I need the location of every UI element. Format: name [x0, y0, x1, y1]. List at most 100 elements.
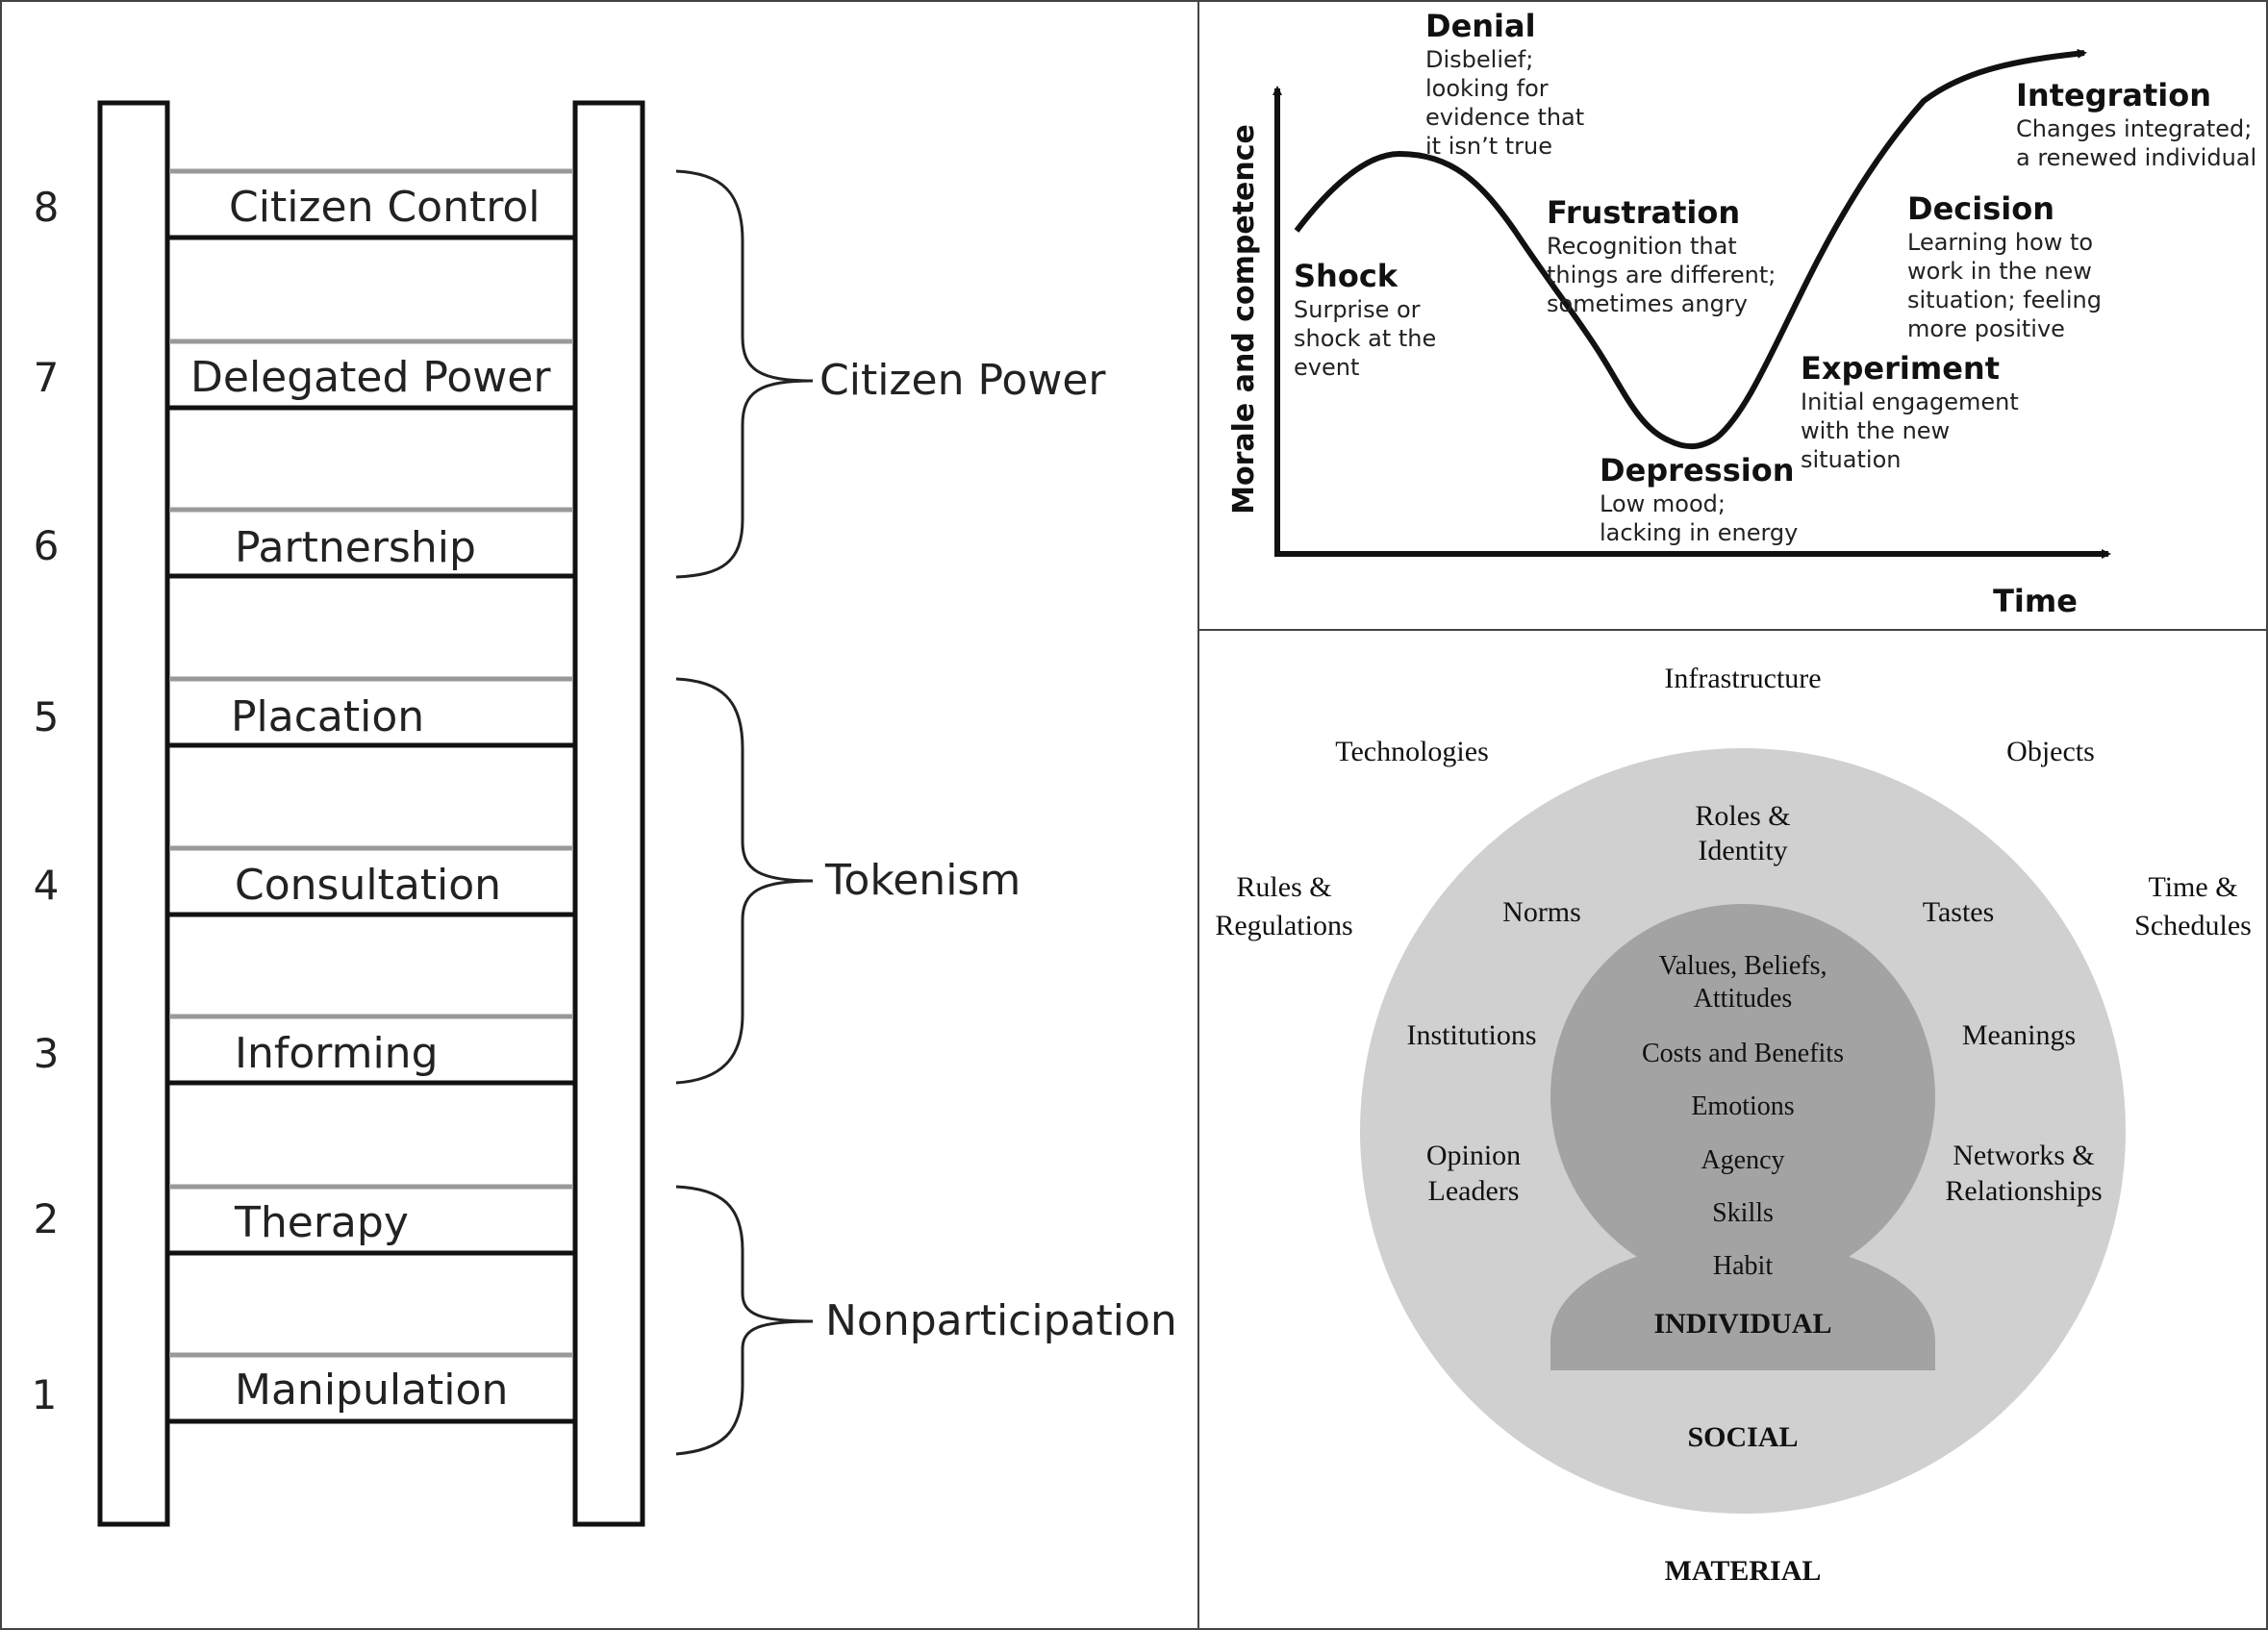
ladder-left-rail — [97, 100, 170, 1527]
stage-integration: Integration Changes integrated; a renewe… — [2016, 77, 2256, 171]
ism-diagram: Infrastructure Technologies Objects Rule… — [1215, 663, 2251, 1587]
x-axis-label: Time — [1993, 583, 2078, 619]
stage-text: work in the new — [1907, 258, 2092, 285]
rung-number: 7 — [34, 354, 60, 401]
individual-shape — [1550, 904, 1935, 1370]
stage-depression: Depression Low mood; lacking in energy — [1600, 452, 1798, 546]
rung-number: 5 — [34, 693, 60, 740]
rung-label: Consultation — [235, 861, 501, 910]
stage-title: Depression — [1600, 452, 1794, 489]
rung-label: Partnership — [235, 523, 476, 572]
individual-item: Values, Beliefs, — [1659, 951, 1827, 981]
group-label: Tokenism — [824, 856, 1021, 905]
stage-experiment: Experiment Initial engagement with the n… — [1801, 350, 2019, 473]
ladder-rung: 4 Consultation — [34, 845, 573, 917]
rung-label: Therapy — [234, 1198, 409, 1247]
ladder-diagram: 8 Citizen Control 7 Delegated Power 6 Pa… — [32, 100, 1177, 1527]
individual-item: Skills — [1712, 1198, 1774, 1228]
stage-text: things are different; — [1547, 262, 1776, 288]
rung-label: Citizen Control — [229, 183, 541, 232]
stage-text: looking for — [1425, 75, 1549, 102]
material-item: Time & — [2148, 871, 2237, 903]
stage-title: Frustration — [1547, 194, 1740, 231]
brace-tokenism: Tokenism — [675, 677, 1021, 1085]
social-item: Opinion — [1426, 1140, 1521, 1171]
brace-nonparticipation: Nonparticipation — [675, 1185, 1177, 1456]
stage-text: Surprise or — [1294, 296, 1421, 323]
social-item: Roles & — [1695, 800, 1790, 832]
social-item: Leaders — [1428, 1175, 1520, 1207]
rung-label: Delegated Power — [190, 353, 551, 402]
stage-text: Recognition that — [1547, 233, 1737, 260]
social-label: SOCIAL — [1687, 1421, 1798, 1453]
brace-citizen-power: Citizen Power — [675, 169, 1106, 579]
social-item: Meanings — [1962, 1019, 2076, 1051]
material-label: MATERIAL — [1665, 1555, 1822, 1587]
stage-text: lacking in energy — [1600, 519, 1798, 546]
stage-text: evidence that — [1425, 104, 1584, 131]
social-item: Norms — [1502, 896, 1581, 928]
material-item: Rules & — [1236, 871, 1331, 903]
ladder-rung: 5 Placation — [34, 676, 573, 748]
rung-number: 8 — [34, 184, 60, 231]
change-curve-line — [1294, 48, 2087, 450]
rung-label: Placation — [231, 692, 424, 741]
stage-text: situation; feeling — [1907, 287, 2102, 313]
stage-text: Low mood; — [1600, 490, 1726, 517]
social-item: Identity — [1698, 835, 1787, 866]
rung-number: 1 — [32, 1371, 58, 1418]
ladder-rung: 6 Partnership — [34, 507, 573, 579]
stage-title: Shock — [1294, 258, 1399, 294]
stage-frustration: Frustration Recognition that things are … — [1547, 194, 1776, 317]
material-item: Infrastructure — [1664, 663, 1821, 694]
individual-item: Agency — [1701, 1145, 1784, 1175]
social-item: Tastes — [1923, 896, 1995, 928]
individual-item: Emotions — [1691, 1091, 1794, 1121]
stage-shock: Shock Surprise or shock at the event — [1294, 258, 1436, 381]
stage-title: Experiment — [1801, 350, 2000, 387]
stage-text: event — [1294, 354, 1359, 381]
stage-title: Decision — [1907, 190, 2054, 227]
rung-number: 2 — [34, 1195, 60, 1242]
ladder-rung: 2 Therapy — [34, 1184, 573, 1256]
individual-item: Costs and Benefits — [1642, 1039, 1844, 1068]
individual-item: Attitudes — [1694, 984, 1793, 1014]
stage-text: Learning how to — [1907, 229, 2093, 256]
ladder-rung: 7 Delegated Power — [34, 339, 573, 411]
stage-denial: Denial Disbelief; looking for evidence t… — [1425, 8, 1584, 160]
ladder-right-rail — [572, 100, 645, 1527]
rung-label: Informing — [235, 1029, 439, 1078]
stage-text: sometimes angry — [1547, 290, 1748, 317]
stage-text: it isn’t true — [1425, 133, 1552, 160]
stage-text: situation — [1801, 446, 1901, 473]
individual-label: INDIVIDUAL — [1653, 1308, 1831, 1340]
social-item: Institutions — [1406, 1019, 1536, 1051]
stage-title: Denial — [1425, 8, 1536, 44]
material-item: Objects — [2006, 736, 2095, 767]
group-label: Citizen Power — [819, 356, 1106, 405]
stage-title: Integration — [2016, 77, 2211, 113]
stage-text: Changes integrated; — [2016, 115, 2252, 142]
stage-text: shock at the — [1294, 325, 1436, 352]
rung-label: Manipulation — [235, 1366, 508, 1415]
rung-number: 4 — [34, 862, 60, 909]
stage-text: Disbelief; — [1425, 46, 1533, 73]
social-item: Relationships — [1945, 1175, 2102, 1207]
rung-number: 6 — [34, 522, 60, 569]
group-label: Nonparticipation — [825, 1296, 1177, 1345]
social-item: Networks & — [1953, 1140, 2094, 1171]
stage-text: a renewed individual — [2016, 144, 2256, 171]
y-axis-label: Morale and competence — [1227, 124, 1261, 514]
stage-text: with the new — [1801, 417, 1950, 444]
material-item: Regulations — [1215, 910, 1352, 941]
change-curve-diagram: Morale and competence Time Shock Surpris… — [1227, 8, 2256, 619]
material-item: Technologies — [1335, 736, 1489, 767]
ladder-rung: 1 Manipulation — [32, 1352, 573, 1424]
rung-number: 3 — [34, 1030, 60, 1077]
ladder-rung: 3 Informing — [34, 1014, 573, 1086]
ladder-rung: 8 Citizen Control — [34, 168, 573, 240]
stage-decision: Decision Learning how to work in the new… — [1907, 190, 2102, 342]
material-item: Schedules — [2134, 910, 2252, 941]
